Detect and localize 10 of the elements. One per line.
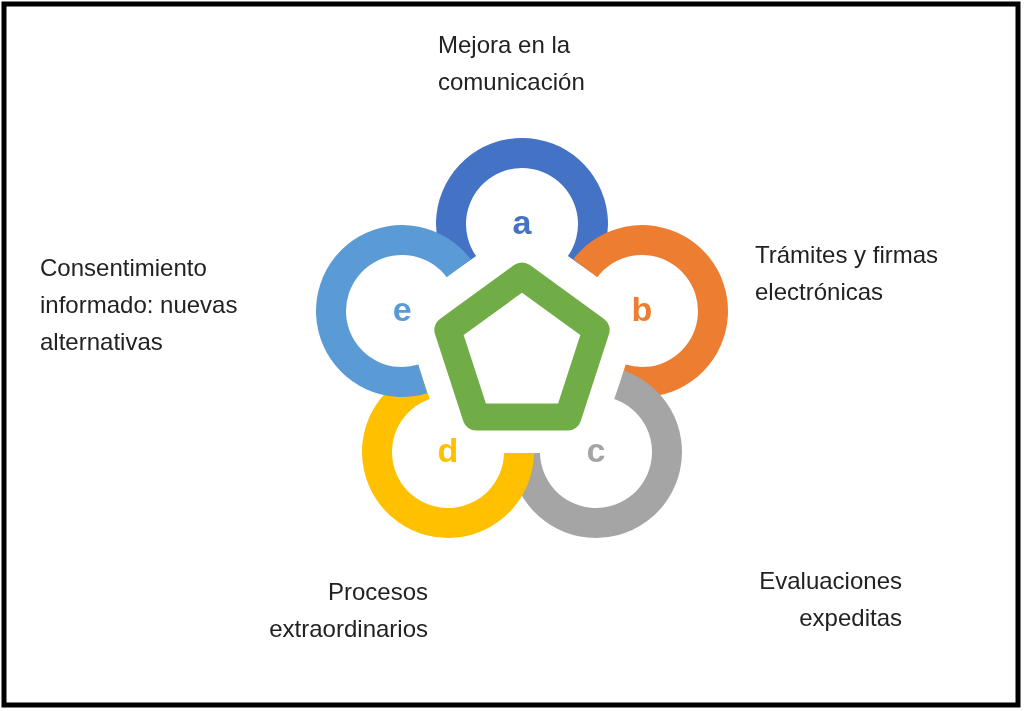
- ring-letter: c: [585, 429, 607, 470]
- ring-letter: e: [391, 289, 413, 330]
- description-label: Procesos extraordinarios: [268, 577, 428, 644]
- ring-letter: d: [436, 429, 460, 470]
- ring-letter: b: [630, 289, 654, 330]
- ring-letter: a: [511, 202, 533, 242]
- description-label: Trámites y firmas electrónicas: [755, 240, 940, 307]
- description-label: Mejora en la comunicación: [438, 30, 586, 97]
- description-label: Evaluaciones expeditas: [758, 566, 902, 633]
- description-label: Consentimiento informado: nuevas alternativas: [40, 253, 239, 357]
